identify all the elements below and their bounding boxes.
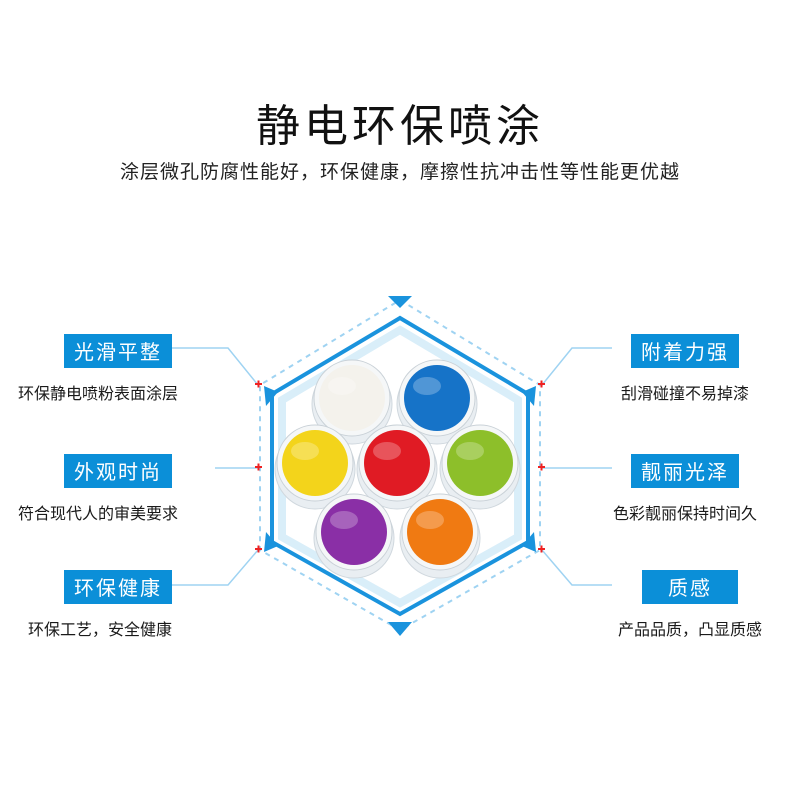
feature-label: 外观时尚 (64, 454, 172, 488)
feature-label: 靓丽光泽 (631, 454, 739, 488)
white-powder-jar (311, 359, 393, 445)
connector-left-3 (168, 549, 259, 586)
red-powder-jar (356, 424, 438, 510)
feature-adhesion: 附着力强 刮滑碰撞不易掉漆 (600, 334, 770, 404)
green-powder-jar (439, 424, 521, 510)
page-title: 静电环保喷涂 (256, 101, 544, 152)
feature-desc: 环保静电喷粉表面涂层 (18, 384, 179, 403)
feature-gloss: 靓丽光泽 色彩靓丽保持时间久 (600, 454, 770, 524)
marker-br (522, 532, 536, 552)
marker-tr (522, 386, 536, 406)
connector-right-3 (541, 549, 612, 586)
feature-desc: 刮滑碰撞不易掉漆 (620, 384, 749, 403)
feature-label: 环保健康 (64, 570, 172, 604)
blue-powder-jar (396, 359, 478, 445)
connector-right-1 (541, 347, 612, 386)
bottom-marker (388, 622, 412, 636)
feature-desc: 产品品质，凸显质感 (617, 620, 762, 639)
marker-tl (264, 386, 278, 406)
feature-label: 附着力强 (631, 334, 739, 368)
feature-label: 光滑平整 (64, 334, 172, 368)
orange-powder-jar (399, 493, 481, 579)
purple-powder-jar (313, 493, 395, 579)
marker-bl (264, 532, 278, 552)
feature-desc: 色彩靓丽保持时间久 (612, 504, 757, 523)
feature-smooth: 光滑平整 环保静电喷粉表面涂层 (18, 334, 238, 404)
feature-eco: 环保健康 环保工艺，安全健康 (28, 570, 248, 640)
page-subtitle: 涂层微孔防腐性能好，环保健康，摩擦性抗冲击性等性能更优越 (119, 161, 680, 183)
feature-desc: 环保工艺，安全健康 (28, 620, 173, 639)
feature-label: 质感 (642, 570, 738, 604)
red-markers (255, 380, 545, 553)
top-marker (388, 296, 412, 308)
feature-desc: 符合现代人的审美要求 (18, 504, 179, 523)
connector-left-1 (168, 347, 259, 386)
yellow-powder-jar (274, 424, 356, 510)
feature-texture: 质感 产品品质，凸显质感 (600, 570, 780, 640)
feature-stylish: 外观时尚 符合现代人的审美要求 (18, 454, 238, 524)
powder-jars (274, 359, 521, 579)
